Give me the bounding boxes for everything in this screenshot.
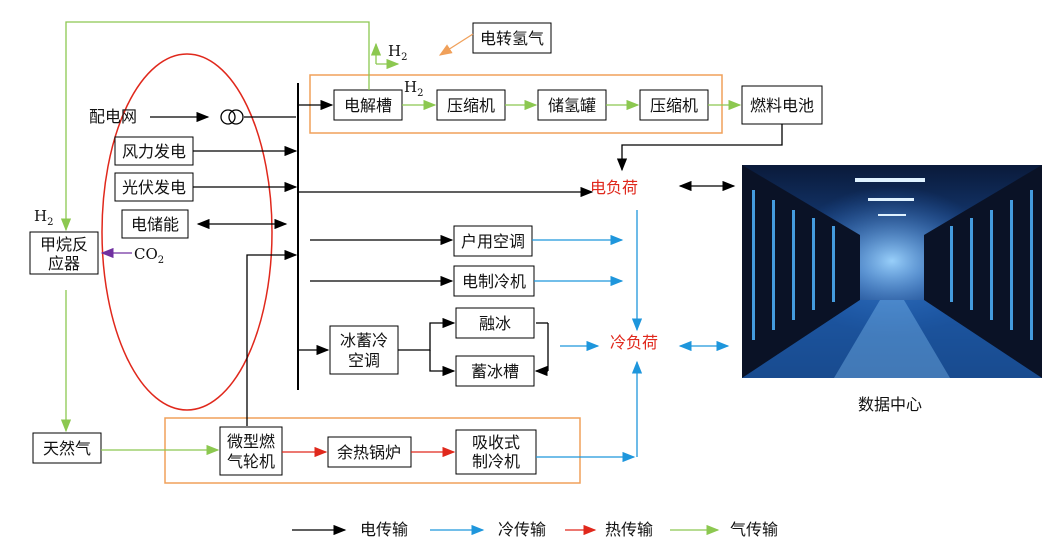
methane-reactor-box: 甲烷反 应器	[29, 231, 99, 275]
home-ac-label: 户用空调	[461, 232, 525, 251]
storage-box: 电储能	[121, 209, 189, 239]
transformer-icon	[220, 109, 244, 125]
ice-melt-box: 融冰	[455, 307, 535, 339]
natural-gas-label: 天然气	[43, 439, 91, 458]
h2-tank-box: 储氢罐	[537, 89, 607, 121]
cold-load-label: 冷负荷	[610, 333, 658, 352]
boiler-box: 余热锅炉	[327, 436, 412, 468]
grid-label: 配电网	[89, 107, 137, 126]
ice-tank-label: 蓄冰槽	[471, 362, 519, 381]
h2-label-mid: H2	[404, 78, 423, 99]
elec-chiller-box: 电制冷机	[453, 265, 535, 297]
electric-lines	[150, 99, 783, 426]
ice-tank-box: 蓄冰槽	[455, 355, 535, 387]
wind-power-label: 风力发电	[122, 142, 186, 161]
natural-gas-box: 天然气	[32, 432, 102, 464]
methane-reactor-label-1: 甲烷反	[40, 235, 88, 254]
fuel-cell-label: 燃料电池	[750, 96, 814, 115]
storage-label: 电储能	[131, 215, 179, 234]
h2-tank-label: 储氢罐	[548, 96, 596, 115]
electrolyzer-label: 电解槽	[344, 96, 392, 115]
turbine-box: 微型燃 气轮机	[219, 426, 283, 476]
legend-label-gas: 气传输	[730, 520, 778, 539]
elec-load-label: 电负荷	[590, 178, 638, 197]
electrolyzer-box: 电解槽	[333, 89, 403, 121]
p2g-label: 电转氢气	[480, 29, 544, 48]
co2-label: CO2	[134, 245, 164, 266]
datacenter-label: 数据中心	[858, 395, 922, 414]
turbine-label-1: 微型燃	[227, 432, 275, 451]
legend: 电传输 冷传输 热传输 气传输	[292, 520, 778, 539]
gas-lines	[60, 21, 742, 456]
p2g-pointer	[438, 33, 474, 56]
elec-chiller-label: 电制冷机	[462, 272, 526, 291]
compressor1-box: 压缩机	[436, 89, 506, 121]
ice-ac-label-1: 冰蓄冷	[340, 331, 388, 350]
svg-text:CO2: CO2	[134, 245, 164, 266]
compressor2-box: 压缩机	[639, 89, 709, 121]
svg-text:H2: H2	[404, 78, 423, 99]
wind-power-box: 风力发电	[114, 136, 194, 166]
abs-chiller-label-1: 吸收式	[472, 433, 520, 452]
svg-text:H2: H2	[388, 42, 407, 63]
turbine-label-2: 气轮机	[227, 452, 275, 471]
abs-chiller-box: 吸收式 制冷机	[455, 429, 537, 475]
legend-label-electric: 电传输	[360, 520, 408, 539]
h2-label-top: H2	[388, 42, 407, 63]
legend-label-cold: 冷传输	[498, 520, 546, 539]
pv-power-label: 光伏发电	[122, 178, 186, 197]
cold-lines	[532, 210, 730, 463]
hydrogen-chain-frame	[309, 74, 723, 134]
compressor1-label: 压缩机	[447, 96, 495, 115]
datacenter-image	[742, 165, 1042, 378]
legend-label-heat: 热传输	[605, 520, 653, 539]
h2-label-left: H2	[34, 207, 53, 228]
p2g-box: 电转氢气	[472, 22, 552, 54]
compressor2-label: 压缩机	[650, 96, 698, 115]
boiler-label: 余热锅炉	[337, 443, 401, 462]
methane-reactor-label-2: 应器	[48, 254, 80, 273]
abs-chiller-label-2: 制冷机	[472, 452, 520, 471]
pv-power-box: 光伏发电	[114, 172, 194, 202]
source-ellipse	[101, 53, 273, 411]
ice-ac-box: 冰蓄冷 空调	[329, 325, 399, 375]
svg-text:H2: H2	[34, 207, 53, 228]
fuel-cell-box: 燃料电池	[741, 85, 823, 125]
home-ac-box: 户用空调	[453, 225, 533, 257]
ice-melt-label: 融冰	[479, 314, 511, 333]
ice-ac-label-2: 空调	[348, 351, 380, 370]
